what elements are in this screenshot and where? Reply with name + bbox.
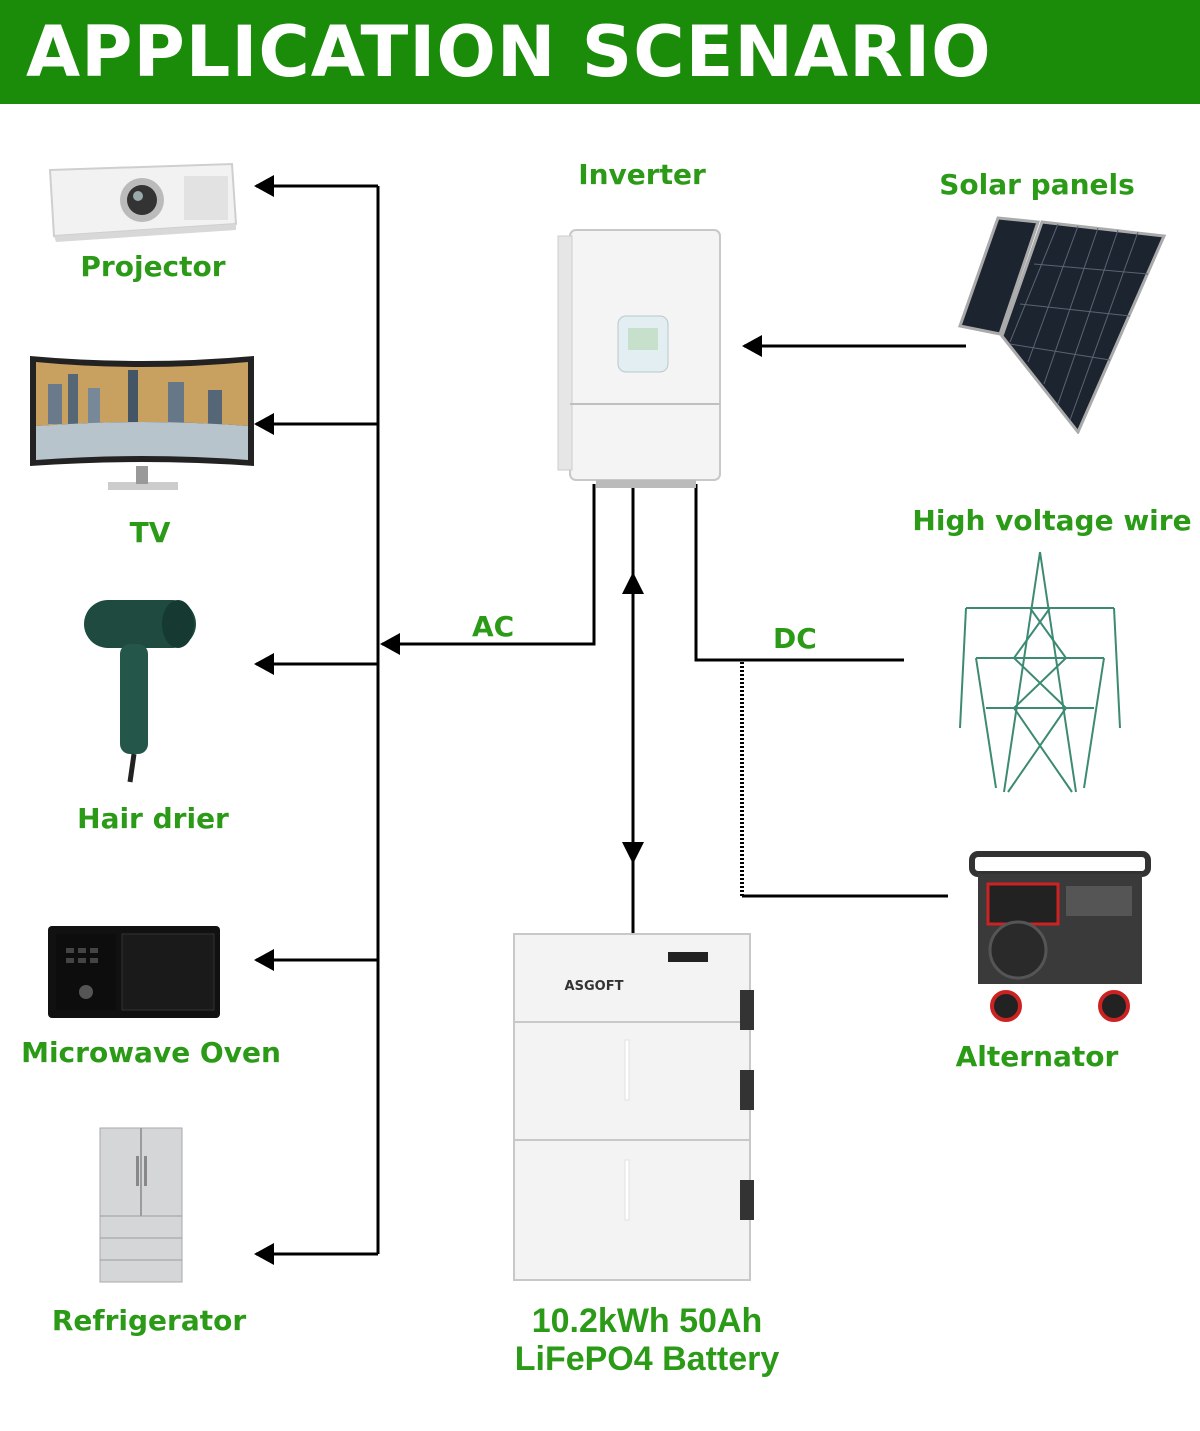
projector-label: Projector <box>80 250 226 283</box>
power-tower-icon <box>956 548 1124 796</box>
refrigerator-label: Refrigerator <box>51 1304 247 1337</box>
alternator-label: Alternator <box>955 1040 1119 1073</box>
generator-icon <box>962 846 1154 1022</box>
dc-flow-label: DC <box>773 622 817 655</box>
ac-flow-label: AC <box>472 610 515 643</box>
tv-icon <box>28 354 256 494</box>
battery-line1: 10.2kWh 50Ah <box>531 1302 763 1340</box>
inverter-icon <box>556 226 724 488</box>
hair-drier-label: Hair drier <box>77 802 229 835</box>
inverter-label: Inverter <box>578 158 706 191</box>
solar-label: Solar panels <box>939 168 1135 201</box>
refrigerator-icon <box>98 1126 184 1286</box>
hair-drier-icon <box>80 594 200 784</box>
battery-brand: ASGOFT <box>565 979 624 994</box>
microwave-icon <box>46 924 222 1020</box>
grid-label: High voltage wire <box>912 504 1192 537</box>
projector-icon <box>44 160 240 242</box>
solar-panel-icon <box>958 214 1170 435</box>
battery-label: 10.2kWh 50Ah LiFePO4 Battery <box>447 1302 847 1378</box>
header-banner: APPLICATION SCENARIO <box>0 0 1200 104</box>
battery-icon: ASGOFT <box>508 930 758 1288</box>
ac-line <box>382 484 596 646</box>
microwave-label: Microwave Oven <box>21 1036 281 1069</box>
dc-line <box>694 484 904 662</box>
page-title: APPLICATION SCENARIO <box>26 11 992 93</box>
battery-line2: LiFePO4 Battery <box>514 1340 780 1378</box>
tv-label: TV <box>129 516 171 549</box>
